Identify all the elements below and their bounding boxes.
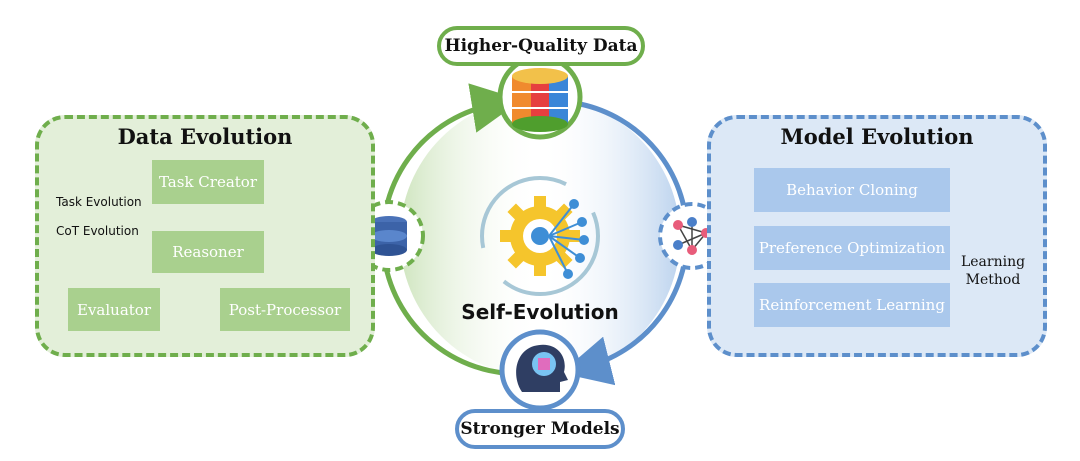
learning-method-line-2: Method xyxy=(965,272,1021,288)
model-evolution-title: Model Evolution xyxy=(780,124,974,149)
evaluator-box: Evaluator xyxy=(68,288,160,331)
right-half-fill xyxy=(540,97,680,377)
gear-network-icon xyxy=(480,176,600,296)
stronger-models-label: Stronger Models xyxy=(455,409,625,449)
higher-quality-data-label: Higher-Quality Data xyxy=(437,26,645,66)
self-evolution-label: Self-Evolution xyxy=(461,300,619,324)
ai-head-icon xyxy=(499,329,581,411)
post-processor-box: Post-Processor xyxy=(220,288,350,331)
reinforcement-learning-box: Reinforcement Learning xyxy=(754,283,950,327)
preference-optimization-box: Preference Optimization xyxy=(754,226,950,270)
learning-method-label: Learning Method xyxy=(955,253,1031,289)
learning-method-line-1: Learning xyxy=(960,254,1026,270)
cot-evolution-label: CoT Evolution xyxy=(56,224,139,238)
task-creator-box: Task Creator xyxy=(152,160,264,204)
data-evolution-title: Data Evolution xyxy=(117,124,293,149)
behavior-cloning-box: Behavior Cloning xyxy=(754,168,950,212)
left-half-fill xyxy=(400,97,540,377)
task-evolution-label: Task Evolution xyxy=(56,195,142,209)
higher-quality-data-icon xyxy=(497,54,583,140)
reasoner-box: Reasoner xyxy=(152,231,264,273)
